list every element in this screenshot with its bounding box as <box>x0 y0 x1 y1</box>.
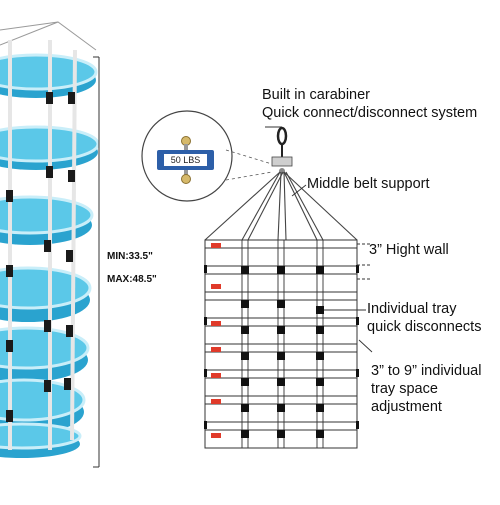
mesh-tray <box>0 266 92 322</box>
mesh-tray <box>0 53 98 98</box>
tray-tags <box>211 243 221 438</box>
mesh-tray <box>0 195 94 245</box>
spacing-callout-line3: adjustment <box>371 399 442 415</box>
height-dimension <box>93 56 100 468</box>
middle-belt-callout: Middle belt support <box>307 176 430 192</box>
suspension-belts <box>204 171 358 241</box>
carabiner-callout-line2: Quick connect/disconnect system <box>262 105 478 121</box>
carabiner-icon <box>265 126 293 174</box>
scale-badge-label: 50 LBS <box>170 155 201 165</box>
disconnect-callout-line1: Individual tray <box>367 301 457 317</box>
spacing-callout-line2: tray space <box>371 381 438 397</box>
support-strap <box>70 49 77 441</box>
height-max-label: MAX:48.5" <box>107 274 157 285</box>
strap-clips <box>6 92 75 422</box>
mesh-tray <box>0 326 90 382</box>
mesh-tray <box>0 422 82 458</box>
side-clips <box>204 265 359 429</box>
carabiner-callout-line1: Built in carabiner <box>262 87 370 103</box>
carabiner-zoom-detail <box>141 110 273 202</box>
disconnect-callout-line2: quick disconnects <box>367 319 482 335</box>
hanging-dryer-photo <box>0 21 100 458</box>
tray-schematic <box>204 171 359 449</box>
callout-leaders <box>291 184 373 353</box>
tray-buckles <box>241 266 324 438</box>
height-min-label: MIN:33.5" <box>107 251 153 262</box>
wall-height-callout: 3” Hight wall <box>369 242 449 258</box>
spacing-callout-line1: 3” to 9” individual <box>371 363 482 379</box>
